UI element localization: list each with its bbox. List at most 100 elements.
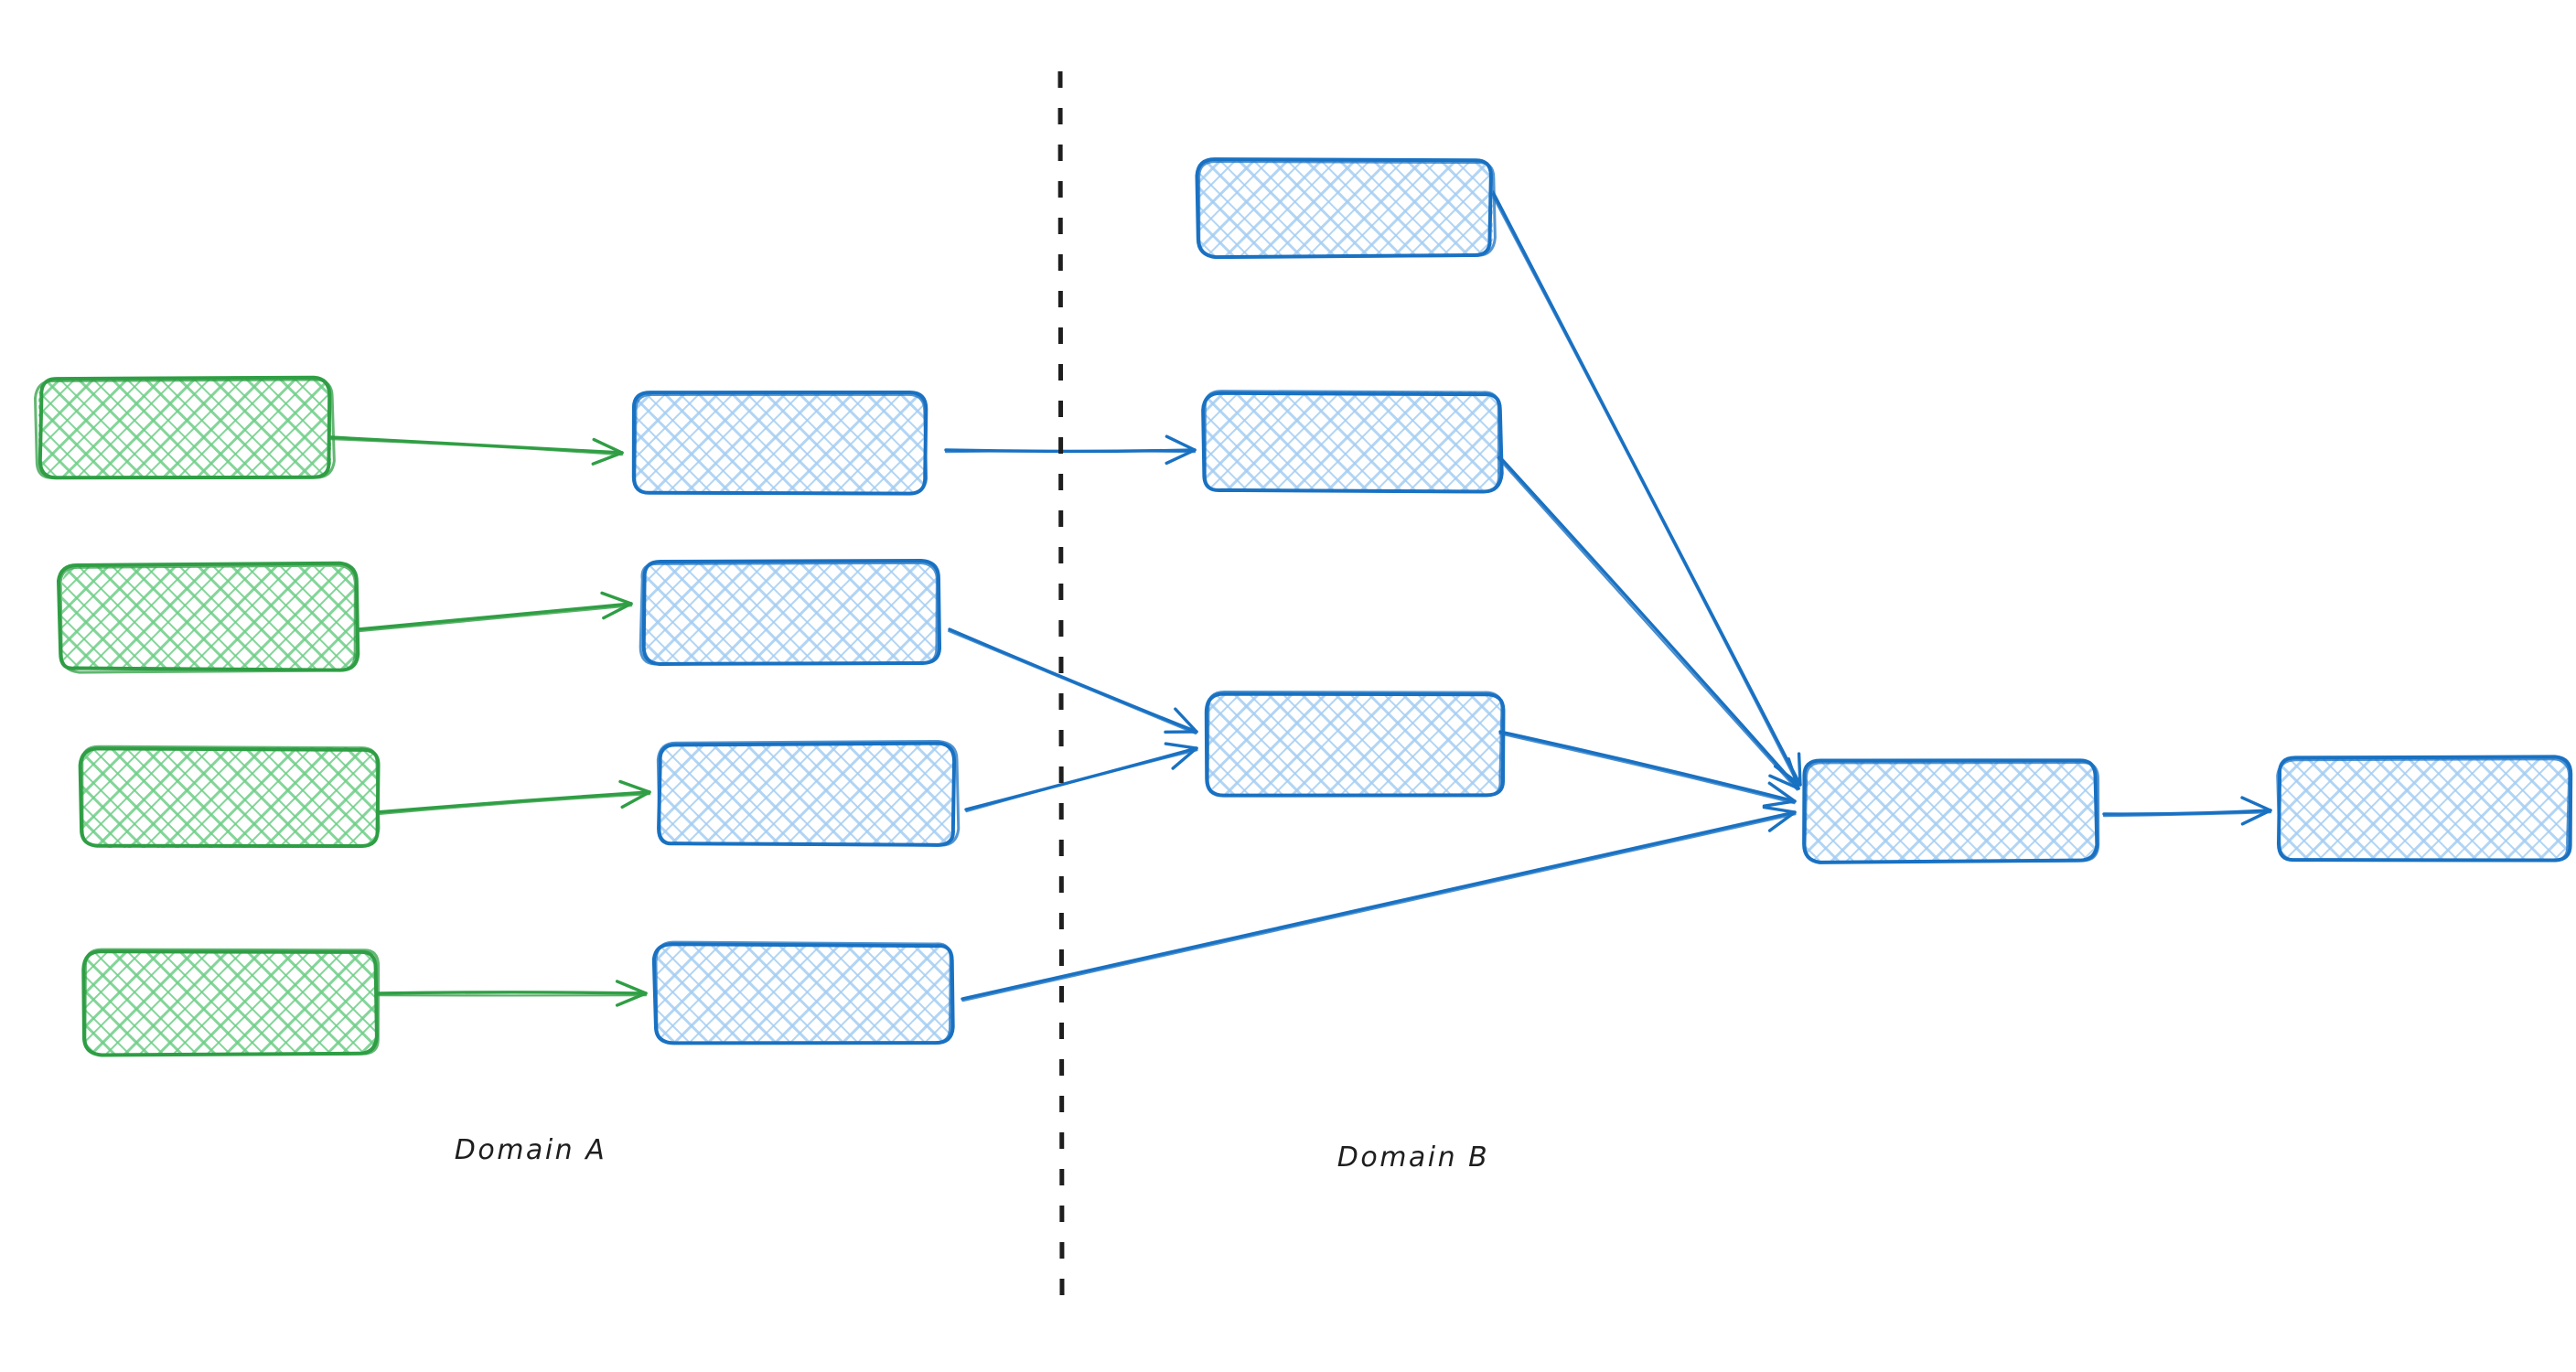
source-node-3[interactable] — [78, 745, 381, 848]
aggregate-node-fill — [1804, 761, 2097, 862]
edge-a3-b3-shaft — [375, 790, 651, 814]
edge-a3-b3[interactable] — [375, 779, 651, 816]
stage-node-3-outline — [656, 739, 961, 847]
edge-c2-d1-shaft — [1496, 456, 1798, 791]
edge-a1-b1-shaft — [329, 438, 623, 456]
edge-a2-b2-shaft — [357, 602, 633, 631]
target-node-mid[interactable] — [1201, 390, 1504, 494]
edge-a2-b2-arrowhead — [602, 602, 633, 620]
target-node-top-fill — [1198, 160, 1493, 255]
edge-d1-e1-arrowhead — [2240, 809, 2272, 826]
edge-b3-c3-arrowhead — [1164, 742, 1198, 750]
edge-c3-d1-shaft — [1498, 733, 1796, 805]
target-node-low[interactable] — [1204, 691, 1506, 798]
edge-a4-b4[interactable] — [377, 980, 648, 1007]
stage-node-3[interactable] — [656, 739, 961, 847]
source-node-3-fill — [82, 747, 377, 848]
edge-b4-d1-shaft — [961, 810, 1797, 1001]
stage-node-1-outline — [633, 392, 928, 496]
edge-a2-b2-arrowhead — [600, 591, 633, 606]
source-node-2-fill — [62, 567, 357, 670]
edge-b3-c3[interactable] — [964, 742, 1198, 813]
edge-b1-c2-arrowhead — [1165, 434, 1197, 452]
edge-a1-b1-arrowhead — [592, 437, 624, 455]
stage-node-2[interactable] — [639, 559, 942, 666]
divider-layer — [1057, 70, 1065, 1298]
target-node-mid-fill — [1206, 391, 1500, 492]
edge-a3-b3-shaft — [376, 793, 651, 816]
edge-c2-d1-arrowhead — [1768, 774, 1800, 790]
source-node-2[interactable] — [57, 561, 360, 674]
edge-b1-c2-arrowhead — [1165, 448, 1197, 466]
edges-layer — [329, 190, 2272, 1007]
source-node-3-outline — [80, 745, 381, 848]
stage-node-2-outline — [639, 561, 939, 666]
source-node-2-outline — [59, 563, 357, 674]
edge-c1-d1-shaft — [1489, 191, 1800, 788]
domain-b-label: Domain B — [1336, 1142, 1490, 1174]
edge-c1-d1-shaft — [1491, 190, 1802, 787]
source-node-1[interactable] — [33, 375, 336, 480]
edge-a1-b1[interactable] — [329, 435, 624, 466]
edge-a3-b3-arrowhead — [620, 790, 651, 809]
target-node-mid-outline — [1203, 390, 1501, 494]
stage-node-1[interactable] — [631, 390, 928, 496]
edge-a3-b3-arrowhead — [618, 779, 651, 794]
stage-node-2-fill — [642, 563, 937, 664]
stage-node-3-fill — [660, 744, 955, 844]
edge-c3-d1[interactable] — [1498, 730, 1797, 808]
edge-c1-d1-arrowhead — [1797, 752, 1802, 787]
edge-b4-d1-arrowhead — [1767, 810, 1797, 832]
edge-d1-e1-arrowhead — [2240, 796, 2272, 812]
edge-a4-b4-shaft — [377, 991, 648, 995]
edge-b2-c3-shaft — [948, 627, 1198, 734]
edge-b4-d1-arrowhead — [1762, 805, 1797, 814]
domain-a-label: Domain A — [454, 1134, 607, 1166]
target-node-low-fill — [1208, 693, 1502, 794]
target-node-top[interactable] — [1195, 157, 1497, 260]
edge-b2-c3-shaft — [948, 629, 1197, 735]
aggregate-node[interactable] — [1802, 758, 2100, 864]
edge-c2-d1-shaft — [1497, 454, 1800, 790]
edge-a4-b4-arrowhead — [615, 980, 648, 995]
edge-a1-b1-arrowhead — [591, 451, 624, 466]
edge-a4-b4-arrowhead — [615, 991, 648, 1007]
stage-node-4[interactable] — [651, 940, 955, 1045]
edge-a2-b2[interactable] — [357, 591, 633, 633]
edge-b2-c3-arrowhead — [1174, 707, 1198, 734]
output-node-outline — [2276, 757, 2571, 863]
edge-d1-e1-shaft — [2102, 811, 2272, 818]
edge-b4-d1[interactable] — [961, 805, 1797, 1002]
edge-d1-e1-shaft — [2102, 809, 2272, 816]
stage-node-4-fill — [657, 944, 951, 1045]
domain-divider — [1057, 70, 1065, 1298]
edge-d1-e1[interactable] — [2102, 796, 2272, 826]
source-node-1-outline — [33, 378, 336, 479]
target-node-low-outline — [1206, 691, 1504, 798]
aggregate-node-outline — [1803, 761, 2100, 864]
edge-b2-c3[interactable] — [948, 627, 1198, 735]
edge-b1-c2-shaft — [944, 449, 1197, 454]
output-node[interactable] — [2276, 755, 2573, 863]
edge-c3-d1-arrowhead — [1767, 781, 1797, 803]
edge-b3-c3-shaft — [965, 749, 1198, 813]
edge-c2-d1-arrowhead — [1787, 757, 1800, 790]
edge-c3-d1-shaft — [1498, 730, 1797, 803]
source-node-1-fill — [38, 380, 331, 478]
source-node-4-outline — [83, 948, 381, 1057]
output-node-fill — [2278, 759, 2571, 860]
edge-c1-d1[interactable] — [1489, 190, 1802, 788]
edge-c3-d1-arrowhead — [1762, 799, 1797, 808]
edge-b1-c2[interactable] — [944, 434, 1197, 466]
target-node-top-outline — [1197, 159, 1497, 259]
edge-b4-d1-shaft — [961, 813, 1797, 1002]
source-node-4[interactable] — [81, 948, 381, 1057]
stage-node-1-fill — [633, 393, 926, 492]
edge-a2-b2-shaft — [358, 605, 633, 633]
source-node-4-fill — [84, 951, 377, 1054]
nodes-layer — [33, 157, 2573, 1057]
edge-b3-c3-arrowhead — [1171, 746, 1198, 770]
edge-c2-d1[interactable] — [1496, 454, 1800, 791]
